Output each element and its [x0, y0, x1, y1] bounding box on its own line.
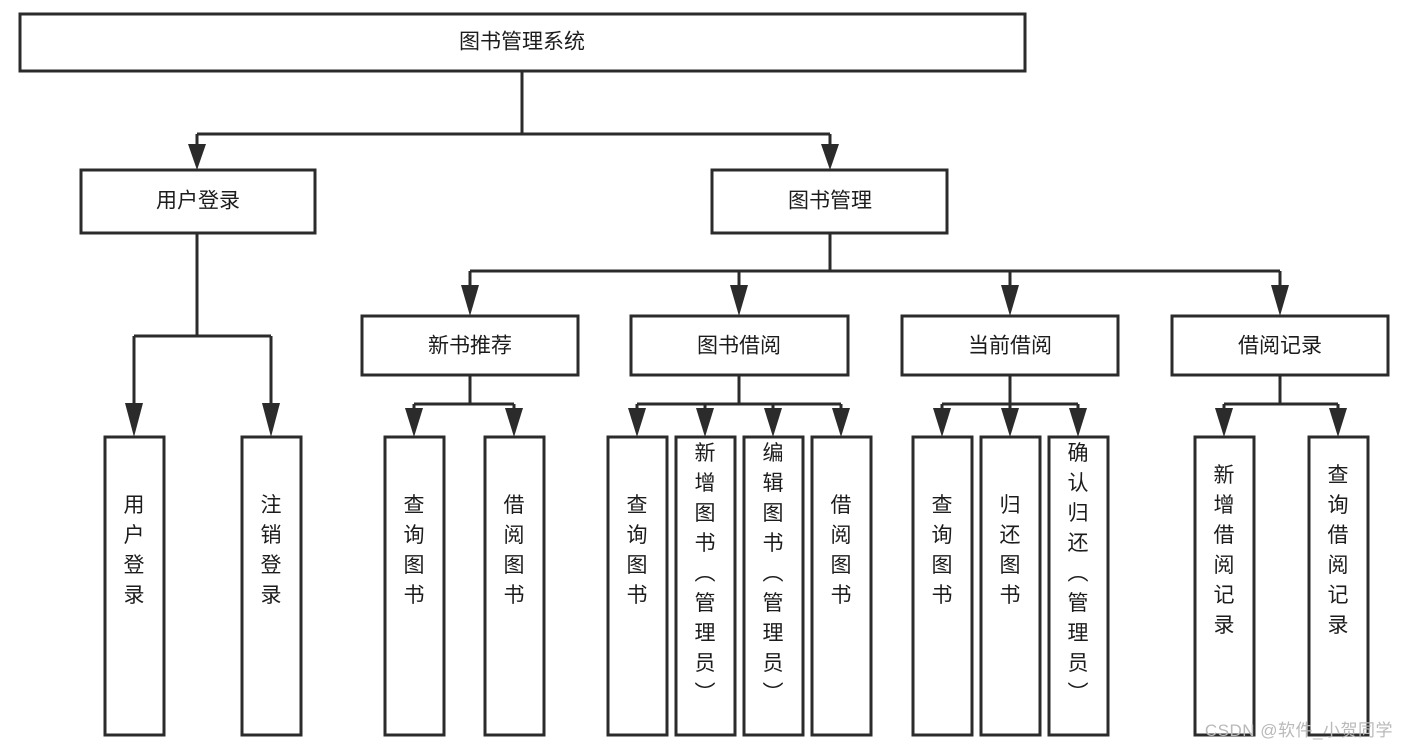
node-book-borrow-box[interactable] — [629, 314, 850, 377]
arrow-head-leaf-edit-book — [764, 408, 782, 437]
node-leaf-query-record-label: 查询借阅记录 — [1328, 464, 1349, 637]
node-book-borrow-label: 图书借阅 — [697, 335, 781, 358]
node-book-manage-label: 图书管理 — [788, 190, 872, 213]
node-leaf-user-logout-box[interactable] — [240, 435, 303, 737]
node-leaf-add-record[interactable]: 新增借阅记录 — [1193, 435, 1256, 737]
arrow-head-leaf-query-book-3 — [933, 408, 951, 437]
node-leaf-query-book-3-box[interactable] — [911, 435, 974, 737]
node-leaf-query-book-2[interactable]: 查询图书 — [606, 435, 669, 737]
node-leaf-query-book-3[interactable]: 查询图书 — [911, 435, 974, 737]
arrow-head-leaf-borrow-book-2 — [832, 408, 850, 437]
node-leaf-borrow-book-1[interactable]: 借阅图书 — [483, 435, 546, 737]
node-new-book-recommend[interactable]: 新书推荐 — [360, 314, 580, 377]
node-leaf-confirm-return-label: 确认归还︵管理员︶ — [1068, 442, 1089, 705]
node-user-login-box[interactable] — [79, 168, 317, 235]
node-book-manage-box[interactable] — [710, 168, 949, 235]
node-leaf-user-login[interactable]: 用户登录 — [103, 435, 166, 737]
node-leaf-add-record-box[interactable] — [1193, 435, 1256, 737]
node-leaf-return-book-box[interactable] — [979, 435, 1042, 737]
arrow-head-new-book-recommend — [461, 285, 479, 316]
arrow-head-leaf-return-book — [1001, 408, 1019, 437]
node-leaf-query-book-2-box[interactable] — [606, 435, 669, 737]
node-leaf-edit-book[interactable]: 编辑图书︵管理员︶ — [742, 435, 805, 737]
node-root-label: 图书管理系统 — [459, 31, 585, 54]
connector-layer — [125, 71, 1347, 437]
node-leaf-query-book-1[interactable]: 查询图书 — [383, 435, 446, 737]
arrow-head-leaf-add-book — [696, 408, 714, 437]
node-leaf-borrow-book-2[interactable]: 借阅图书 — [810, 435, 873, 737]
node-leaf-query-record[interactable]: 查询借阅记录 — [1307, 435, 1370, 737]
arrow-head-leaf-add-record — [1215, 408, 1233, 437]
arrow-head-book-manage — [821, 144, 839, 170]
node-leaf-user-logout[interactable]: 注销登录 — [240, 435, 303, 737]
arrow-head-borrow-record — [1271, 285, 1289, 316]
node-borrow-record-box[interactable] — [1170, 314, 1390, 377]
csdn-watermark: CSDN @软件_小贺同学 — [1204, 721, 1393, 740]
node-new-book-recommend-box[interactable] — [360, 314, 580, 377]
arrow-head-leaf-query-record — [1329, 408, 1347, 437]
node-leaf-confirm-return[interactable]: 确认归还︵管理员︶ — [1047, 435, 1110, 737]
arrow-head-user-login — [188, 144, 206, 170]
arrow-head-leaf-confirm-return — [1069, 408, 1087, 437]
arrow-head-leaf-query-book-1 — [405, 408, 423, 437]
node-leaf-borrow-book-2-label: 借阅图书 — [831, 494, 852, 607]
node-leaf-return-book[interactable]: 归还图书 — [979, 435, 1042, 737]
arrow-head-book-borrow — [730, 285, 748, 316]
node-root-box[interactable] — [18, 12, 1027, 73]
node-leaf-query-book-1-box[interactable] — [383, 435, 446, 737]
node-leaf-add-book[interactable]: 新增图书︵管理员︶ — [674, 435, 737, 737]
node-current-borrow-label: 当前借阅 — [968, 335, 1052, 358]
node-new-book-recommend-label: 新书推荐 — [428, 335, 512, 358]
node-leaf-borrow-book-2-box[interactable] — [810, 435, 873, 737]
node-borrow-record-label: 借阅记录 — [1238, 335, 1322, 358]
node-leaf-add-book-label: 新增图书︵管理员︶ — [695, 442, 716, 705]
node-leaf-user-logout-label: 注销登录 — [261, 494, 282, 607]
arrow-head-current-borrow — [1001, 285, 1019, 316]
node-book-borrow[interactable]: 图书借阅 — [629, 314, 850, 377]
node-leaf-query-book-2-label: 查询图书 — [627, 494, 648, 607]
node-leaf-borrow-book-1-label: 借阅图书 — [504, 494, 525, 607]
arrow-head-leaf-user-logout — [262, 403, 280, 437]
node-leaf-confirm-return-box[interactable] — [1047, 435, 1110, 737]
node-leaf-query-book-1-label: 查询图书 — [404, 494, 425, 607]
node-leaf-add-record-label: 新增借阅记录 — [1214, 464, 1235, 637]
node-leaf-user-login-label: 用户登录 — [124, 494, 145, 607]
node-leaf-query-record-box[interactable] — [1307, 435, 1370, 737]
node-root[interactable]: 图书管理系统 — [18, 12, 1027, 73]
node-leaf-edit-book-box[interactable] — [742, 435, 805, 737]
arrow-head-leaf-query-book-2 — [628, 408, 646, 437]
node-leaf-edit-book-label: 编辑图书︵管理员︶ — [763, 442, 784, 705]
node-leaf-return-book-label: 归还图书 — [1000, 494, 1021, 607]
arrow-head-leaf-user-login — [125, 403, 143, 437]
node-leaf-borrow-book-1-box[interactable] — [483, 435, 546, 737]
node-leaf-user-login-box[interactable] — [103, 435, 166, 737]
node-user-login-label: 用户登录 — [156, 190, 240, 213]
node-book-manage[interactable]: 图书管理 — [710, 168, 949, 235]
node-leaf-add-book-box[interactable] — [674, 435, 737, 737]
node-user-login[interactable]: 用户登录 — [79, 168, 317, 235]
node-current-borrow[interactable]: 当前借阅 — [900, 314, 1120, 377]
node-current-borrow-box[interactable] — [900, 314, 1120, 377]
node-leaf-query-book-3-label: 查询图书 — [932, 494, 953, 607]
arrow-head-leaf-borrow-book-1 — [505, 408, 523, 437]
node-borrow-record[interactable]: 借阅记录 — [1170, 314, 1390, 377]
